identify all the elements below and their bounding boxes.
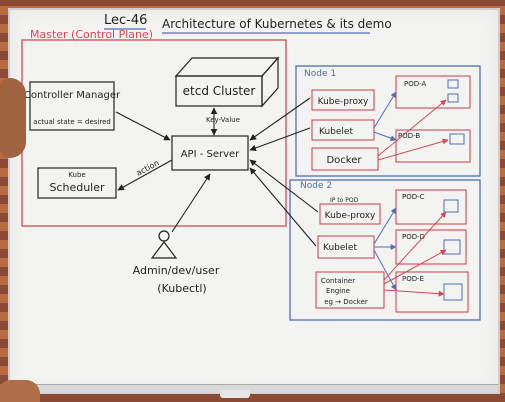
pod-a-container-2: [447, 93, 459, 103]
pod-d-container: [443, 239, 461, 255]
api-server-label: API - Server: [181, 149, 240, 160]
engine-label-3: eg → Docker: [324, 298, 368, 306]
user-icon: [150, 230, 178, 259]
whiteboard-tray: [8, 384, 498, 393]
user-to-api-arrow: [171, 173, 211, 233]
kubelet2-to-pod-e-arrow: [373, 249, 397, 291]
pod-e-container: [443, 283, 463, 301]
engine-to-pod-d-arrow: [383, 249, 447, 285]
diagram-title: Architecture of Kubernetes & its demo: [162, 17, 392, 31]
pod-e-box: [395, 271, 469, 313]
etcd-cluster-box: [174, 56, 280, 108]
docker-to-pod-a-arrow: [377, 99, 447, 157]
engine-to-pod-c-arrow: [383, 211, 447, 281]
user-label: Admin/dev/user: [133, 264, 220, 277]
kube-proxy1-to-api-arrow: [249, 97, 311, 141]
action-label: action: [135, 158, 161, 178]
engine-label-1: Container: [321, 277, 355, 285]
pod-c-label: POD-C: [402, 193, 425, 201]
kubelet-to-pod-a-arrow: [373, 91, 397, 129]
ip-to-pod-note: IP to POD: [330, 197, 359, 204]
controller-note: actual state = desired: [33, 118, 111, 126]
controller-manager-box: [29, 81, 115, 131]
key-value-label: Key-Value: [206, 116, 240, 124]
marker: [220, 390, 250, 398]
kubectl-label: (Kubectl): [157, 282, 206, 295]
node1-docker-box: [311, 147, 379, 171]
controller-manager-label: Controller Manager: [24, 90, 121, 101]
pod-b-container: [449, 133, 465, 145]
node1-frame: [295, 65, 481, 177]
pod-a-container-1: [447, 79, 459, 89]
pod-b-label: POD-B: [398, 132, 420, 140]
controller-to-api-arrow: [115, 111, 171, 141]
pod-c-container: [443, 199, 459, 213]
pod-c-box: [395, 189, 467, 225]
node2-label: Node 2: [300, 181, 332, 191]
kube-proxy2-to-api-arrow: [249, 159, 319, 213]
kubelet-to-pod-b-arrow: [373, 131, 397, 141]
scheduler-label-top: Kube: [68, 171, 85, 179]
node1-kube-proxy-box: [311, 89, 375, 111]
node2-kube-proxy-label: Kube-proxy: [325, 211, 376, 221]
node2-kube-proxy-box: [319, 203, 381, 225]
node1-kube-proxy-label: Kube-proxy: [318, 97, 369, 107]
kubelet2-to-pod-c-arrow: [373, 207, 397, 245]
node2-frame: [289, 179, 481, 321]
node1-docker-label: Docker: [326, 155, 362, 166]
node2-kubelet-label: Kubelet: [323, 243, 357, 253]
etcd-label: etcd Cluster: [183, 84, 256, 98]
lecture-label: Lec-46: [104, 13, 147, 28]
api-server-box: [171, 135, 249, 171]
master-label: Master (Control Plane): [30, 28, 153, 41]
pod-d-label: POD-D: [402, 233, 425, 241]
whiteboard: [8, 8, 500, 394]
pod-e-label: POD-E: [402, 275, 424, 283]
node1-label: Node 1: [304, 69, 336, 79]
kubelet1-to-api-arrow: [249, 127, 311, 152]
docker-to-pod-b-arrow: [377, 138, 449, 161]
presenter-hand: [0, 78, 26, 158]
scheduler-label: Scheduler: [49, 181, 105, 194]
api-to-scheduler-arrow: [117, 159, 173, 191]
presenter-hand-bottom: [0, 380, 40, 402]
engine-to-pod-e-arrow: [383, 289, 445, 297]
scheduler-box: [37, 167, 117, 199]
engine-label-2: Engine: [326, 287, 350, 295]
node1-kubelet-box: [311, 119, 375, 141]
pod-a-label: POD-A: [404, 80, 426, 88]
kubelet2-to-api-arrow: [249, 167, 317, 247]
node1-kubelet-label: Kubelet: [319, 127, 353, 137]
pod-b-box: [395, 129, 471, 163]
